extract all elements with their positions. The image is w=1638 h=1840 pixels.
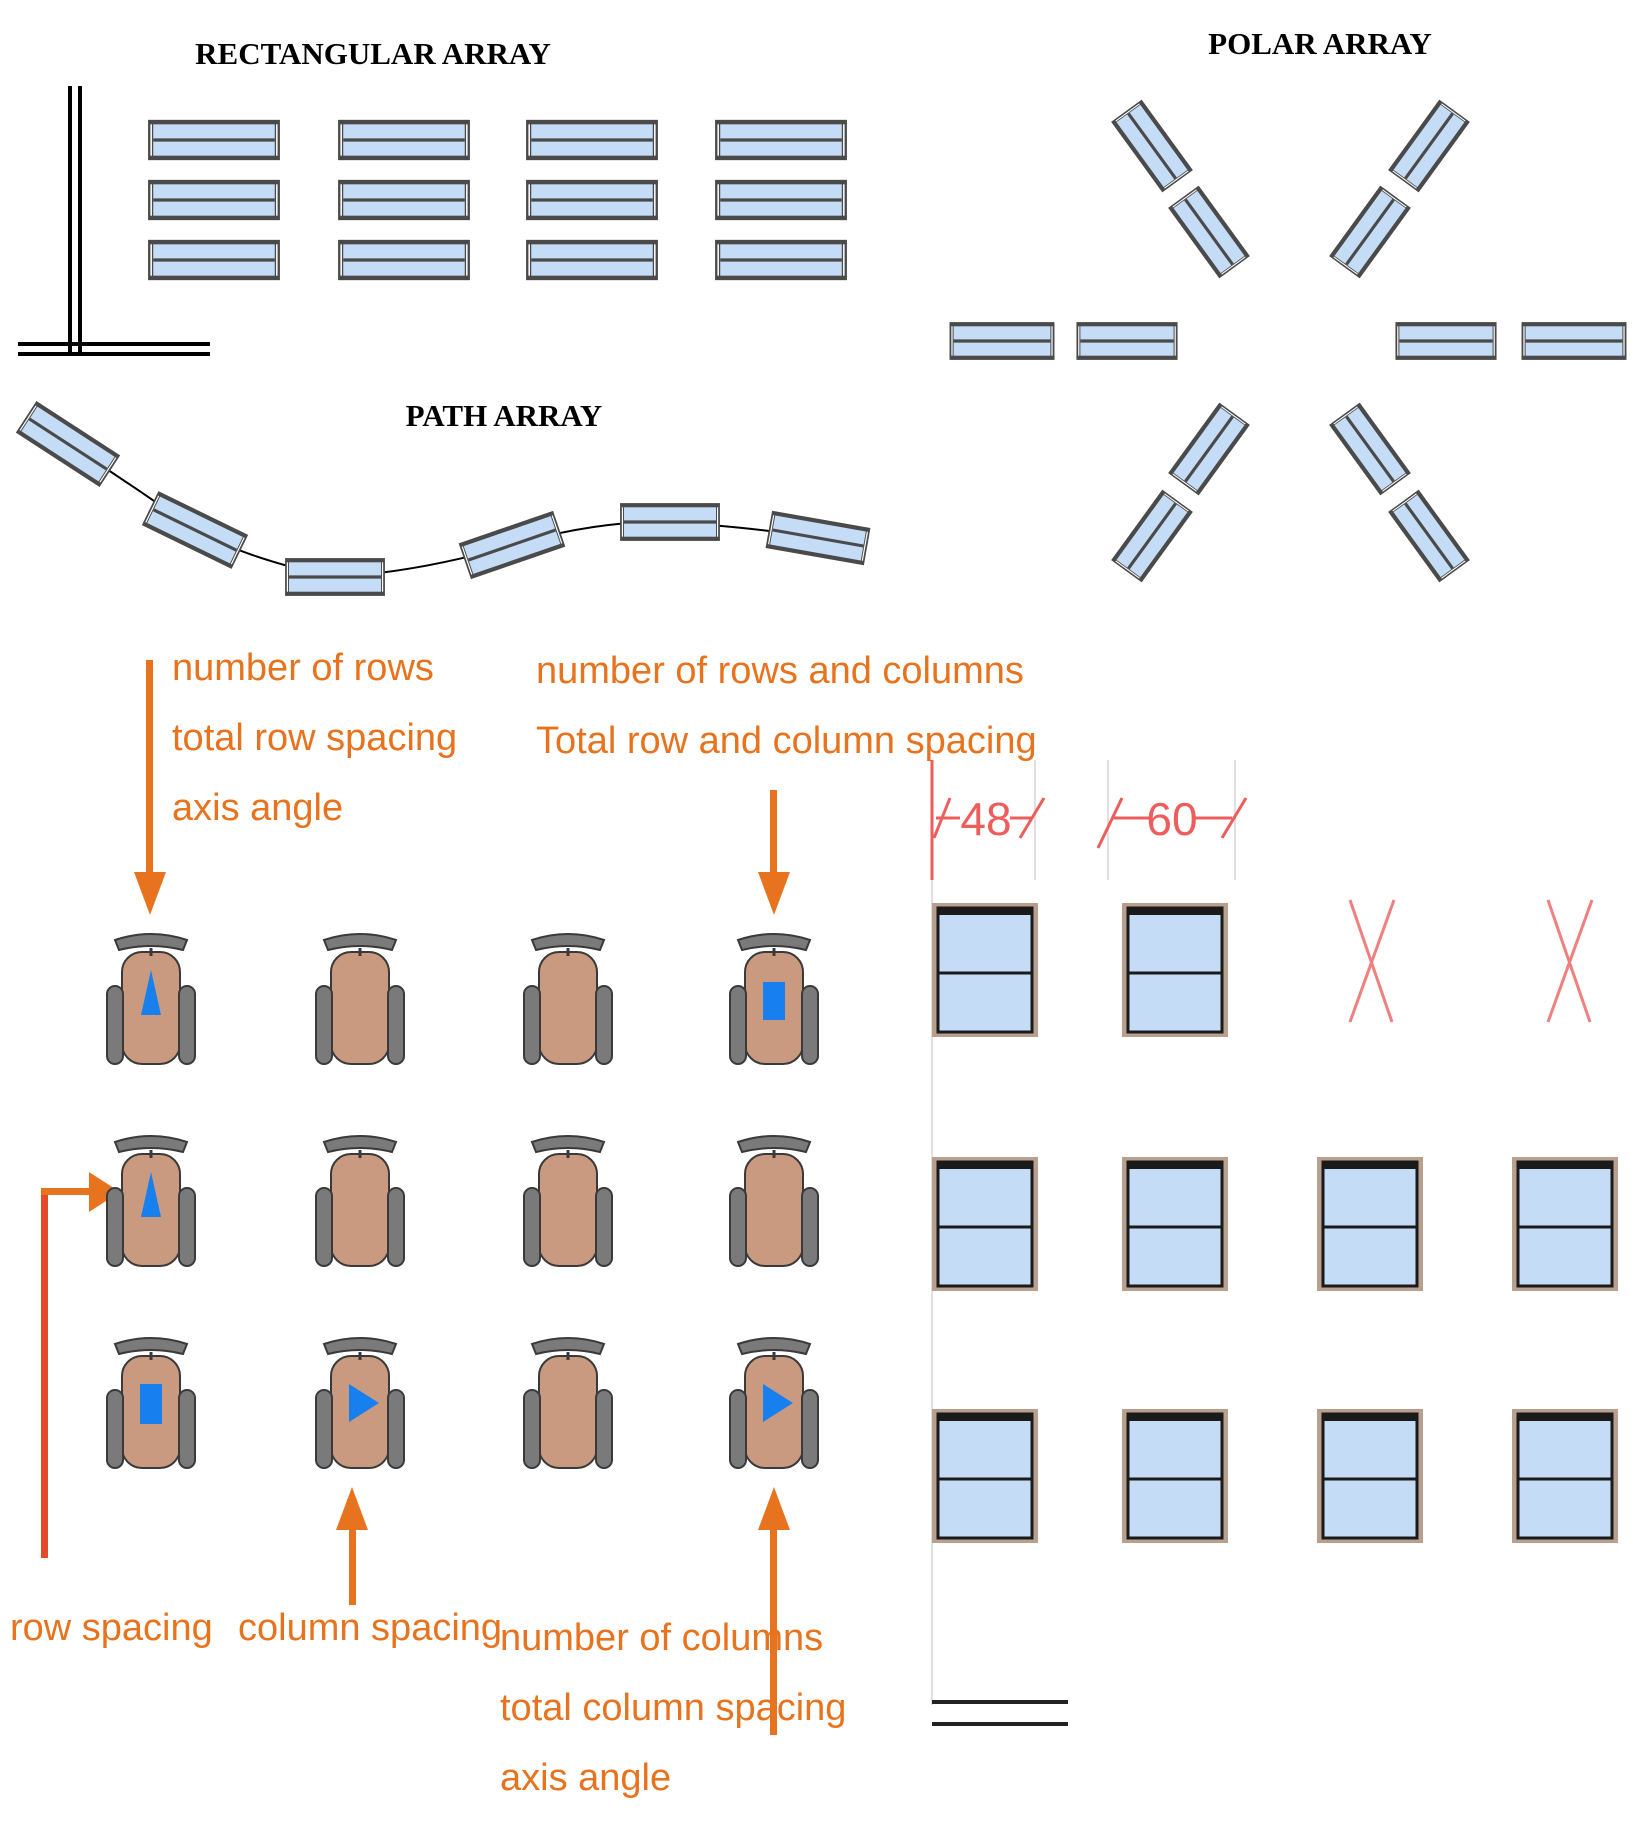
square-grip-icon[interactable] <box>763 982 785 1020</box>
ucs-axes-icon <box>18 86 210 356</box>
window-unit-icon <box>930 901 1040 1039</box>
note-column-spacing: column spacing <box>238 1607 502 1649</box>
polar-array-title: POLAR ARRAY <box>1208 26 1432 61</box>
arrow-shaft <box>770 790 777 876</box>
window-unit-icon <box>1327 401 1413 497</box>
window-unit-icon <box>146 118 282 162</box>
window-unit-icon <box>1109 488 1195 584</box>
window-unit-icon <box>947 320 1057 362</box>
arrow-grip-icon[interactable] <box>763 1384 793 1422</box>
office-chair-icon <box>522 1336 614 1470</box>
down-arrow-icon <box>134 872 166 915</box>
arrow-shaft <box>146 660 153 876</box>
note-axis-angle: axis angle <box>172 787 343 829</box>
arrow-grip-icon[interactable] <box>349 1384 379 1422</box>
window-unit-icon <box>1074 320 1180 362</box>
window-unit-icon <box>713 178 849 222</box>
up-arrow-icon <box>758 1487 790 1530</box>
triangle-grip-icon[interactable] <box>141 970 161 1015</box>
chair-array-annotations: number of rows total row spacing axis an… <box>10 647 1037 1799</box>
arrow-shaft <box>41 1188 48 1558</box>
window-array-editor: 48 60 <box>930 760 1620 1726</box>
chair-array <box>105 932 820 1470</box>
window-unit-icon <box>146 178 282 222</box>
window-unit-icon <box>1109 98 1195 194</box>
note-axis-angle-columns: axis angle <box>500 1757 671 1799</box>
rectangular-array <box>18 86 849 356</box>
window-unit-icon <box>1315 1155 1425 1293</box>
window-unit-icon <box>524 118 660 162</box>
window-unit-icon <box>1393 320 1499 362</box>
up-arrow-icon <box>336 1487 368 1530</box>
path-array <box>14 399 873 598</box>
right-arrow-icon <box>89 1172 120 1212</box>
window-unit-icon <box>457 509 567 581</box>
window-unit-icon <box>524 238 660 282</box>
dimension-48: 48 <box>932 793 1046 845</box>
dimension-value-48[interactable]: 48 <box>960 793 1011 845</box>
window-unit-icon <box>1519 320 1629 362</box>
window-unit-icon <box>930 1155 1040 1293</box>
down-arrow-icon <box>758 872 790 915</box>
window-unit-icon <box>336 118 472 162</box>
office-chair-icon <box>728 1134 820 1268</box>
window-unit-icon <box>763 509 873 567</box>
window-unit-icon <box>1386 488 1472 584</box>
note-number-of-rows: number of rows <box>172 647 434 689</box>
office-chair-icon <box>314 932 406 1066</box>
window-unit-icon <box>140 489 250 571</box>
window-unit-icon <box>1166 401 1252 497</box>
note-total-column-spacing: total column spacing <box>500 1687 846 1729</box>
window-unit-icon <box>1120 901 1230 1039</box>
window-unit-icon <box>1166 184 1252 280</box>
window-unit-icon <box>1120 1407 1230 1545</box>
square-grip-icon[interactable] <box>140 1384 162 1424</box>
window-unit-icon <box>930 1407 1040 1545</box>
removed-item-x-icon[interactable] <box>1348 899 1396 1023</box>
window-unit-icon <box>283 556 387 598</box>
arrow-shaft <box>349 1525 356 1605</box>
window-unit-icon <box>1315 1407 1425 1545</box>
window-unit-icon <box>713 118 849 162</box>
window-unit-icon <box>1510 1407 1620 1545</box>
polar-array <box>947 98 1629 584</box>
note-number-of-columns: number of columns <box>500 1617 823 1659</box>
wall-line <box>932 1722 1068 1726</box>
window-unit-icon <box>1120 1155 1230 1293</box>
removed-item-x-icon[interactable] <box>1546 899 1594 1023</box>
arrow-shaft <box>41 1188 93 1195</box>
window-unit-icon <box>14 399 122 489</box>
dimension-value-60[interactable]: 60 <box>1146 793 1197 845</box>
arrow-shaft <box>770 1525 777 1735</box>
note-rows-and-columns: number of rows and columns <box>536 650 1024 692</box>
wall-line <box>932 1700 1068 1704</box>
rect-array-windows <box>146 118 849 282</box>
window-unit-icon <box>1510 1155 1620 1293</box>
office-chair-icon <box>522 932 614 1066</box>
window-unit-icon <box>524 178 660 222</box>
window-unit-icon <box>713 238 849 282</box>
window-unit-icon <box>1327 184 1413 280</box>
office-chair-icon <box>314 1134 406 1268</box>
office-chair-icon <box>522 1134 614 1268</box>
note-total-row-spacing: total row spacing <box>172 717 457 759</box>
note-total-row-column-spacing: Total row and column spacing <box>536 720 1037 762</box>
note-row-spacing: row spacing <box>10 1607 213 1649</box>
rectangular-array-title: RECTANGULAR ARRAY <box>195 36 551 71</box>
triangle-grip-icon[interactable] <box>141 1172 161 1217</box>
window-unit-icon <box>146 238 282 282</box>
dimension-60: 60 <box>1096 793 1248 849</box>
window-unit-icon <box>1386 98 1472 194</box>
window-unit-icon <box>618 501 722 543</box>
window-unit-icon <box>336 238 472 282</box>
path-array-title: PATH ARRAY <box>406 398 603 433</box>
window-unit-icon <box>336 178 472 222</box>
